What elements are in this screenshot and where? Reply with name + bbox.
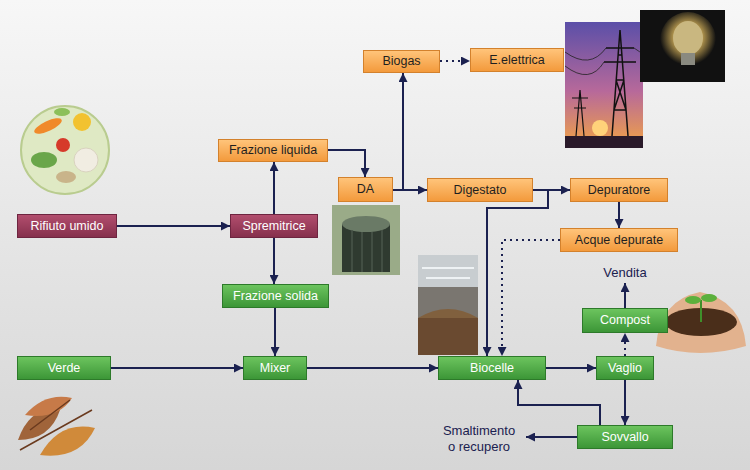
pylon xyxy=(604,30,636,136)
twig xyxy=(20,400,92,450)
box-label: E.elettrica xyxy=(489,53,545,67)
pylons-photo xyxy=(565,22,643,148)
box-label: Frazione solida xyxy=(233,289,318,303)
power-wires xyxy=(565,48,643,75)
process-box: Mixer xyxy=(243,356,307,380)
flow-arrow xyxy=(502,240,560,356)
box-label: Acque depurate xyxy=(575,233,663,247)
box-label: Verde xyxy=(48,361,81,375)
flow-arrow xyxy=(307,367,438,369)
sky xyxy=(565,22,643,148)
bulb xyxy=(673,21,703,55)
pylon xyxy=(572,90,588,136)
tank-ribs xyxy=(352,230,382,272)
box-label: Depuratore xyxy=(588,183,651,197)
box-label: Biogas xyxy=(382,54,420,68)
flow-arrow xyxy=(328,150,365,177)
plate xyxy=(21,106,109,194)
leaf xyxy=(54,108,70,116)
flow-arrow xyxy=(440,60,470,62)
compost-heap xyxy=(418,309,478,318)
sun xyxy=(592,120,608,136)
flow-arrow xyxy=(546,367,596,369)
tank-roof xyxy=(342,216,390,232)
process-box: Rifiuto umido xyxy=(17,214,117,238)
box-label: DA xyxy=(357,182,374,196)
process-box: Sovvallo xyxy=(577,425,673,449)
flow-arrow xyxy=(111,367,243,369)
process-box: Compost xyxy=(582,308,668,333)
flow-arrow xyxy=(117,225,230,227)
flow-arrow xyxy=(518,380,600,425)
leaf xyxy=(40,427,95,456)
flow-arrow xyxy=(273,162,275,214)
flow-arrow xyxy=(624,380,626,425)
sprout-leaf xyxy=(685,296,701,304)
compost-floor xyxy=(418,318,478,355)
box-label: Rifiuto umido xyxy=(31,219,104,233)
leaves xyxy=(18,397,95,456)
process-box: Spremitrice xyxy=(230,214,318,238)
bulb-base xyxy=(681,53,695,65)
process-box: Frazione solida xyxy=(222,284,329,308)
bulb-photo xyxy=(640,10,725,82)
box-label: Biocelle xyxy=(470,361,514,375)
carrot xyxy=(32,115,63,137)
hall xyxy=(418,255,478,355)
process-box: Acque depurate xyxy=(560,228,678,252)
process-box: Depuratore xyxy=(570,178,668,202)
ground xyxy=(565,136,643,148)
flow-arrow xyxy=(393,73,403,190)
process-box: DA xyxy=(338,177,393,202)
flow-arrow xyxy=(487,190,548,356)
photo-ground xyxy=(640,10,725,82)
sprout-leaf xyxy=(701,294,717,302)
hands xyxy=(656,292,746,353)
food-plate xyxy=(21,106,109,194)
cauliflower xyxy=(74,148,98,172)
process-box: Biocelle xyxy=(438,356,546,380)
sprout-stem xyxy=(700,300,702,322)
mushroom xyxy=(56,171,76,183)
process-box: Frazione liquida xyxy=(218,139,328,162)
flow-arrow xyxy=(274,308,276,356)
lights xyxy=(422,268,474,278)
hands-photo xyxy=(656,292,746,353)
process-box: Verde xyxy=(17,356,111,380)
digester-photo xyxy=(332,205,400,275)
glow xyxy=(660,12,716,68)
flow-arrow xyxy=(526,436,577,438)
process-box: Digestato xyxy=(427,178,533,202)
note-label: Smaltimento o recupero xyxy=(440,423,518,454)
box-label: Frazione liquida xyxy=(229,143,317,157)
flow-arrow xyxy=(624,283,626,308)
tomato xyxy=(56,138,70,152)
greens xyxy=(31,152,57,168)
process-box: Vaglio xyxy=(596,356,654,380)
box-label: Digestato xyxy=(454,183,507,197)
flow-arrow xyxy=(273,238,275,284)
process-box: E.elettrica xyxy=(470,48,564,72)
box-label: Spremitrice xyxy=(242,219,305,233)
edge-group xyxy=(111,61,625,425)
box-label: Sovvallo xyxy=(601,430,648,444)
process-box: Biogas xyxy=(363,50,440,73)
leaf xyxy=(25,397,72,416)
flow-arrow xyxy=(618,202,620,228)
flow-arrow xyxy=(393,189,427,191)
ceiling xyxy=(418,255,478,287)
box-label: Mixer xyxy=(260,361,291,375)
box-label: Vaglio xyxy=(608,361,642,375)
note-label: Vendita xyxy=(595,265,655,281)
photo-ground xyxy=(332,205,400,275)
flow-arrow xyxy=(624,333,626,356)
pepper xyxy=(73,113,91,131)
biocell-photo xyxy=(418,255,478,355)
box-label: Compost xyxy=(600,313,650,327)
